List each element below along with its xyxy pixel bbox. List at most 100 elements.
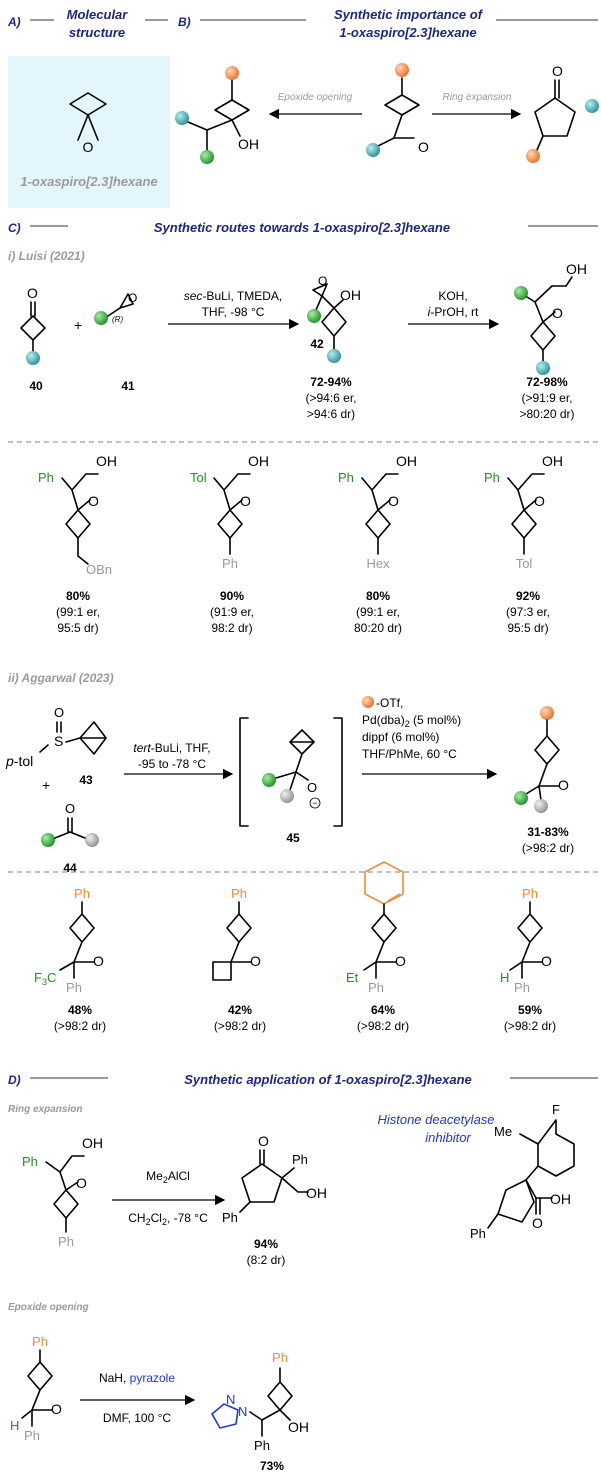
atom-o: O [83,139,94,155]
svg-text:>80:20 dr): >80:20 dr) [519,407,574,421]
svg-text:80%: 80% [366,589,390,603]
svg-text:OH: OH [96,453,117,469]
svg-text:95:5 dr): 95:5 dr) [507,621,548,635]
svg-text:O: O [388,493,399,509]
svg-text:THF, -98 °C: THF, -98 °C [202,305,265,319]
svg-text:NaH, pyrazole: NaH, pyrazole [99,1371,175,1385]
svg-text:-OTf,: -OTf, [376,696,403,710]
svg-text:Ph: Ph [38,470,54,485]
svg-text:H: H [500,970,509,985]
ring-expansion-product: O [526,63,599,163]
svg-text:Ph: Ph [222,1210,238,1225]
svg-text:Ph: Ph [292,1152,308,1167]
svg-text:OH: OH [288,1419,309,1435]
svg-text:98:2 dr): 98:2 dr) [211,621,252,635]
section-d-letter: D) [8,1073,21,1087]
svg-text:O: O [51,1401,62,1417]
svg-text:Ph: Ph [338,470,354,485]
compound-43: O S p-tol [5,705,107,769]
svg-text:(>91:9 er,: (>91:9 er, [521,391,572,405]
svg-text:(99:1 er,: (99:1 er, [356,605,400,619]
compound-42: O OH [307,274,361,363]
svg-text:95:5 dr): 95:5 dr) [57,621,98,635]
luisi-epoxide-product: OH O [514,261,587,375]
svg-text:64%: 64% [371,1003,395,1017]
compound-41: O (R) [94,291,137,325]
svg-text:(>94:6 er,: (>94:6 er, [305,391,356,405]
svg-text:(8:2 dr): (8:2 dr) [247,1253,286,1267]
svg-text:OH: OH [340,287,361,303]
svg-text:KOH,: KOH, [438,289,467,303]
aggarwal-example-3: O Et Ph [346,861,406,995]
svg-text:Me: Me [494,1124,512,1139]
luisi-example-4: Ph OH O Tol [484,453,563,571]
svg-text:tert-BuLi, THF,: tert-BuLi, THF, [133,741,210,755]
svg-text:F: F [552,1102,560,1117]
luisi-example-2: Tol OH O Ph [190,453,269,571]
svg-text:72-98%: 72-98% [526,375,568,389]
section-a-letter: A) [7,15,21,29]
svg-text:O: O [128,291,137,305]
svg-text:O: O [395,953,406,969]
compound-44: O [41,801,99,847]
svg-text:Hex: Hex [366,556,390,571]
svg-text:72-94%: 72-94% [310,375,352,389]
epoxide-opening-substrate: Ph O H Ph [10,1334,62,1443]
ring-expansion-substrate: Ph OH O Ph [22,1135,103,1249]
svg-text:−: − [312,798,317,808]
svg-text:41: 41 [121,379,135,393]
compound-40: O [20,285,46,365]
svg-text:O: O [532,1215,543,1231]
svg-text:N: N [238,1404,247,1419]
svg-text:i-PrOH, rt: i-PrOH, rt [428,305,479,319]
svg-text:OH: OH [306,1185,327,1201]
svg-text:O: O [250,953,261,969]
svg-text:O: O [558,777,569,793]
section-b-letter: B) [178,15,191,29]
svg-text:O: O [240,493,251,509]
aggarwal-heading: ii) Aggarwal (2023) [8,671,114,685]
svg-text:O: O [27,285,38,301]
luisi-example-1: Ph OH O OBn [38,453,117,577]
svg-text:+: + [74,317,82,333]
svg-text:O: O [418,139,429,155]
svg-text:>94:6 dr): >94:6 dr) [307,407,355,421]
central-epoxide: O [366,63,429,157]
svg-text:80:20 dr): 80:20 dr) [354,621,402,635]
svg-text:sec-BuLi, TMEDA,: sec-BuLi, TMEDA, [184,289,283,303]
svg-text:Ph: Ph [470,1226,486,1241]
highlight-box [8,56,170,208]
svg-text:O: O [88,493,99,509]
hdac-inhibitor: F Me Ph OH O [470,1102,575,1241]
svg-text:Tol: Tol [516,556,533,571]
arrow-label-ring-expansion: Ring expansion [443,92,512,103]
svg-text:73%: 73% [260,1459,284,1473]
svg-text:Ph: Ph [231,886,247,901]
svg-text:Ph: Ph [368,980,384,995]
svg-text:p-tol: p-tol [5,753,33,769]
svg-text:F3C: F3C [34,970,56,987]
intermediate-45: O − [239,717,343,827]
svg-text:44: 44 [63,861,77,875]
section-a-title-2: structure [69,25,125,40]
svg-text:Ph: Ph [22,1154,38,1169]
svg-text:O: O [307,780,317,795]
svg-text:O: O [76,1175,87,1191]
svg-text:42: 42 [310,337,324,351]
epoxide-opening-product: OH [175,66,259,164]
svg-text:O: O [552,305,563,321]
svg-text:(>98:2 dr): (>98:2 dr) [522,841,574,855]
svg-text:Pd(dba)2 (5 mol%): Pd(dba)2 (5 mol%) [362,713,461,729]
svg-text:Me2AlCl: Me2AlCl [146,1169,190,1185]
svg-text:S: S [54,733,63,749]
section-c-letter: C) [8,221,21,235]
svg-text:(>98:2 dr): (>98:2 dr) [357,1019,409,1033]
svg-text:OH: OH [396,453,417,469]
svg-text:O: O [54,705,64,720]
svg-text:OH: OH [542,453,563,469]
svg-text:Ph: Ph [514,980,530,995]
svg-text:Ph: Ph [272,1350,288,1365]
svg-text:THF/PhMe, 60 °C: THF/PhMe, 60 °C [362,747,457,761]
svg-text:40: 40 [29,379,43,393]
